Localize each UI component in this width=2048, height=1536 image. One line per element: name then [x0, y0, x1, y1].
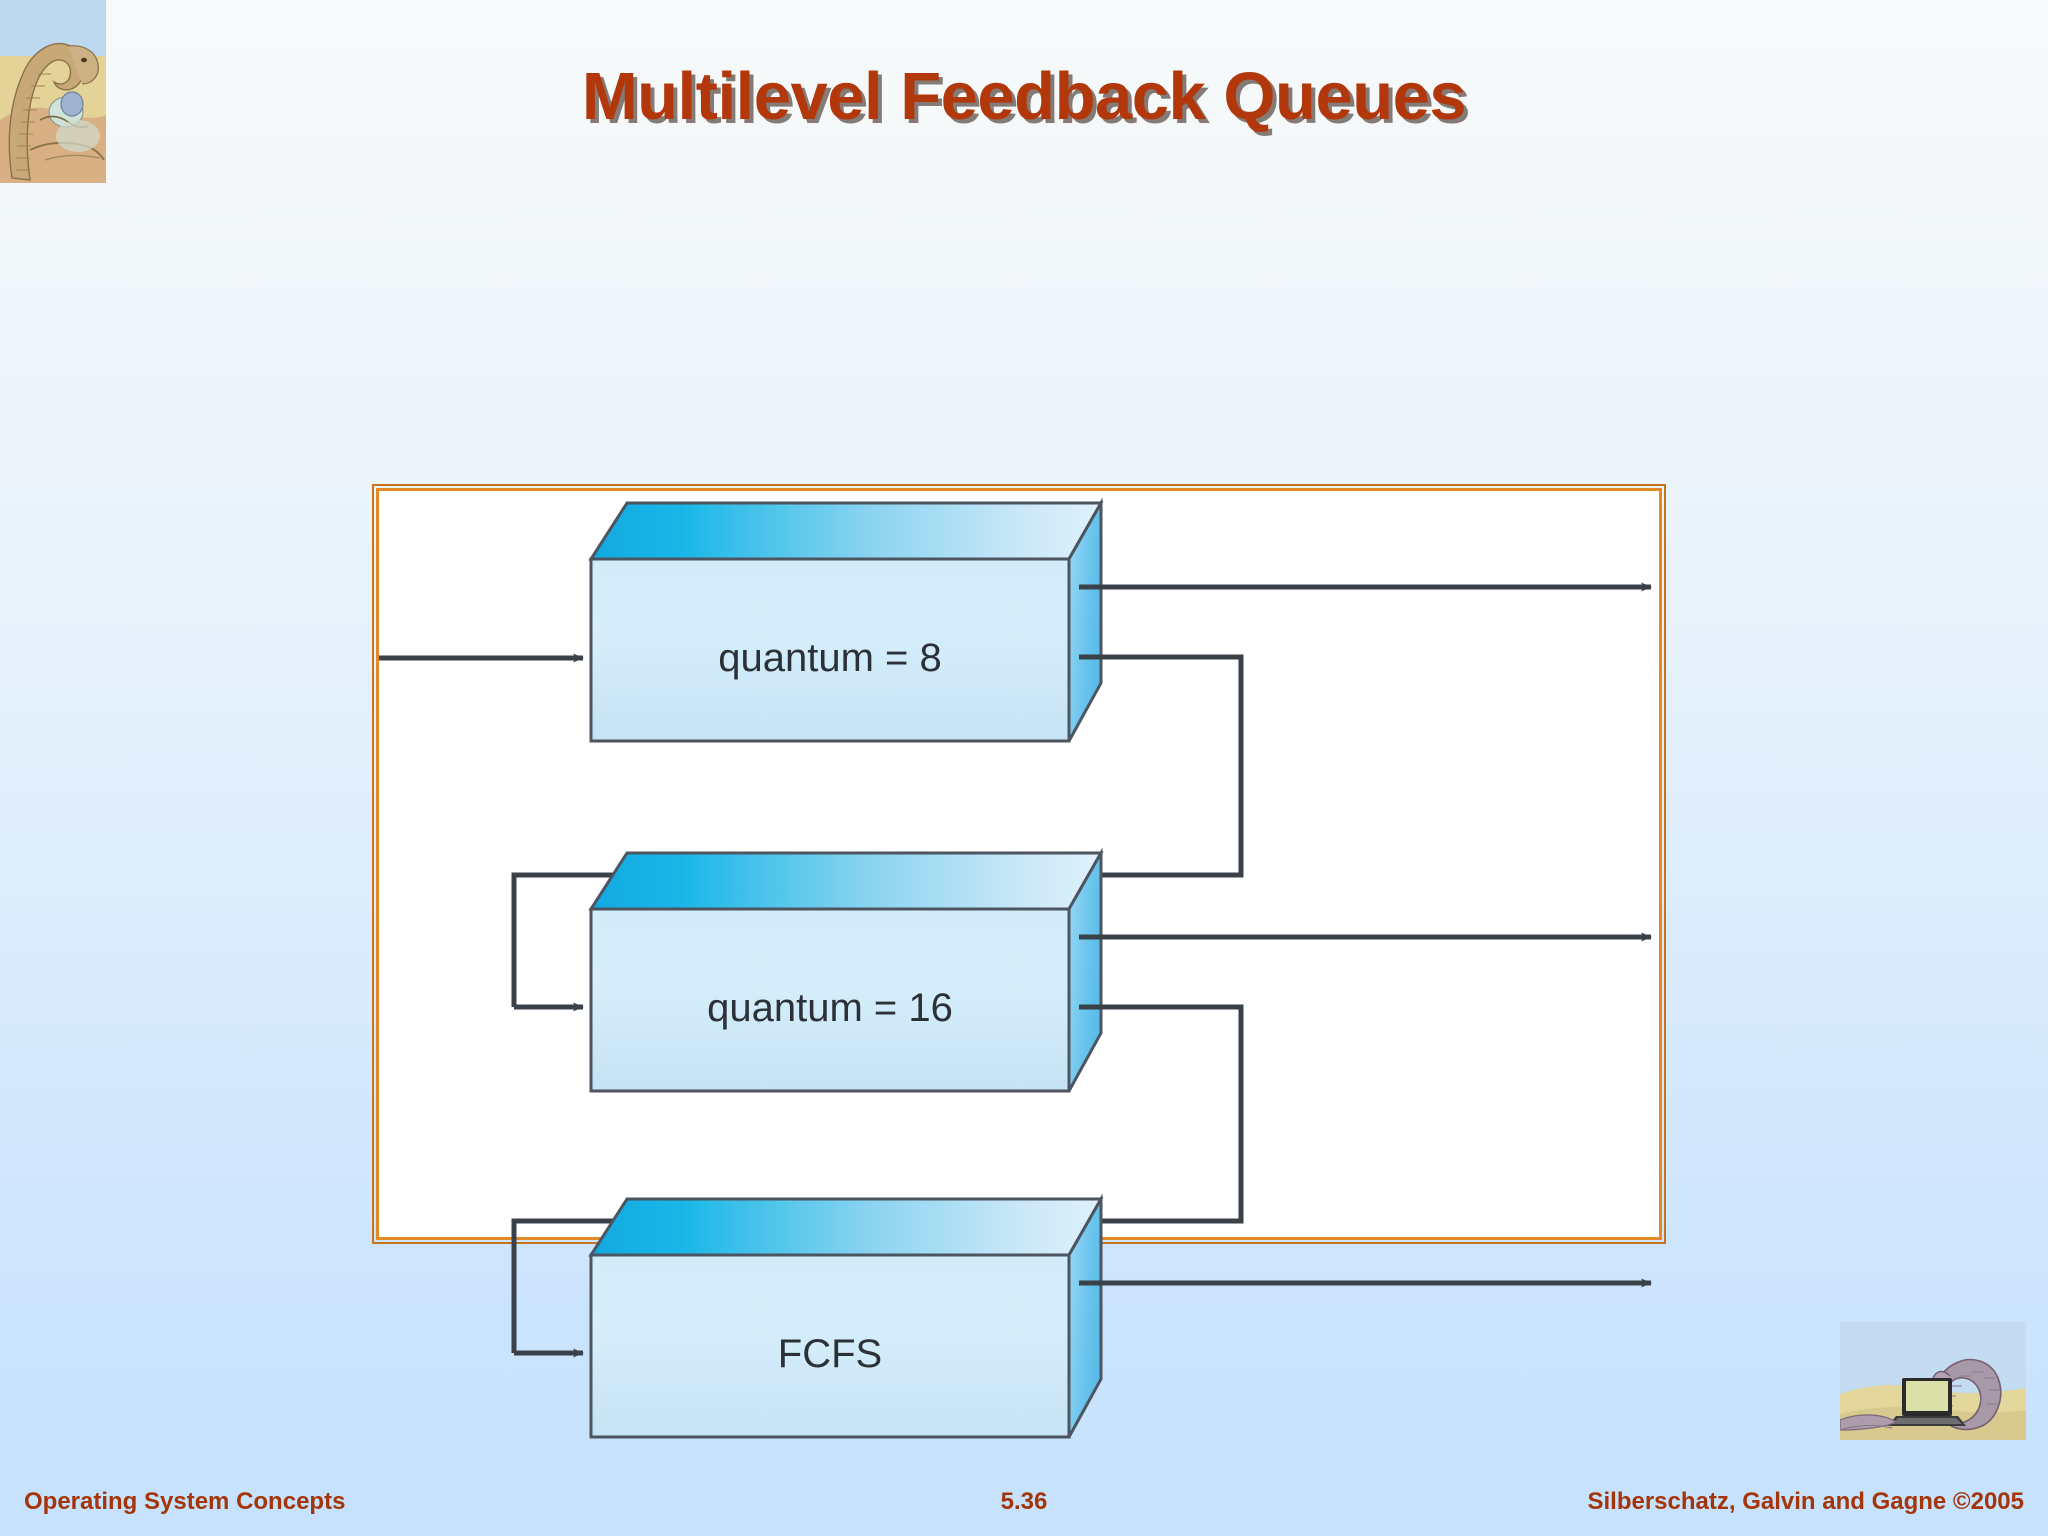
- footer-book-title: Operating System Concepts: [24, 1488, 346, 1515]
- footer-page-number: 5.36: [1000, 1488, 1048, 1515]
- decorative-dinosaur-art-bottom-right: [1840, 1322, 2026, 1440]
- arrow-demote-level-2-to-3: [511, 1004, 1244, 1353]
- page-title: Multilevel Feedback Queues: [581, 59, 1467, 134]
- queue-label-level-1: quantum = 8: [718, 636, 942, 680]
- decorative-dinosaur-art-top-left: [0, 0, 106, 183]
- multilevel-feedback-queue-diagram: quantum = 8 quantum = 16: [372, 484, 1666, 1439]
- queue-box-level-1: quantum = 8: [588, 497, 1104, 743]
- footer-copyright: Silberschatz, Galvin and Gagne ©2005: [1587, 1488, 2024, 1515]
- diagram-canvas: quantum = 8 quantum = 16: [379, 491, 1659, 1439]
- queue-label-level-2: quantum = 16: [707, 986, 953, 1030]
- arrow-demote-level-1-to-2: [511, 654, 1244, 1007]
- queue-box-level-3: FCFS: [588, 1193, 1104, 1439]
- queue-label-level-3: FCFS: [778, 1332, 882, 1376]
- dinosaur-icon: [0, 0, 106, 183]
- dinosaur-laptop-icon: [1840, 1322, 2026, 1440]
- queue-box-level-2: quantum = 16: [588, 847, 1104, 1093]
- diagram-connectors: quantum = 8 quantum = 16: [379, 497, 1652, 1439]
